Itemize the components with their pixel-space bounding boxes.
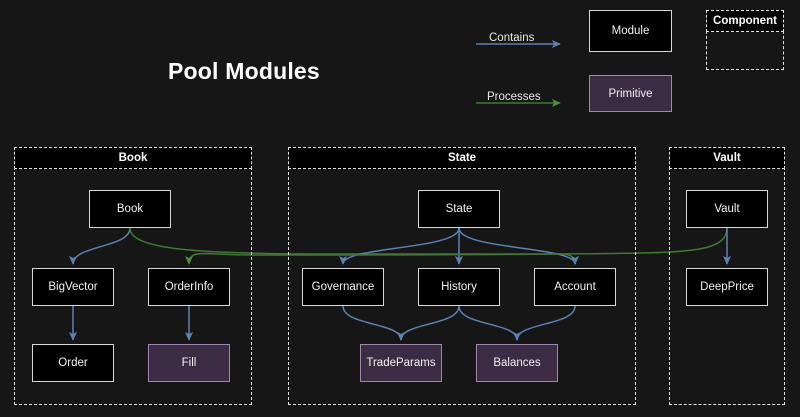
node-state[interactable]: State — [418, 190, 500, 228]
page-title: Pool Modules — [168, 58, 320, 84]
node-balances[interactable]: Balances — [476, 344, 558, 382]
node-history[interactable]: History — [418, 268, 500, 306]
node-tradeparams[interactable]: TradeParams — [360, 344, 442, 382]
legend-sample-module: Module — [589, 10, 672, 52]
node-book[interactable]: Book — [89, 190, 171, 228]
section-header-vault: Vault — [669, 147, 785, 169]
node-account[interactable]: Account — [534, 268, 616, 306]
legend-sample-primitive: Primitive — [589, 75, 672, 112]
node-deepprice[interactable]: DeepPrice — [686, 268, 768, 306]
node-fill[interactable]: Fill — [148, 344, 230, 382]
section-header-book: Book — [14, 147, 252, 169]
node-governance[interactable]: Governance — [302, 268, 384, 306]
node-orderinfo[interactable]: OrderInfo — [148, 268, 230, 306]
legend-label-contains: Contains — [489, 32, 535, 44]
node-vault[interactable]: Vault — [686, 190, 768, 228]
legend-label-processes: Processes — [487, 91, 541, 103]
node-bigvector[interactable]: BigVector — [32, 268, 114, 306]
node-order[interactable]: Order — [32, 344, 114, 382]
legend-sample-component-header: Component — [706, 10, 784, 32]
section-header-state: State — [288, 147, 636, 169]
